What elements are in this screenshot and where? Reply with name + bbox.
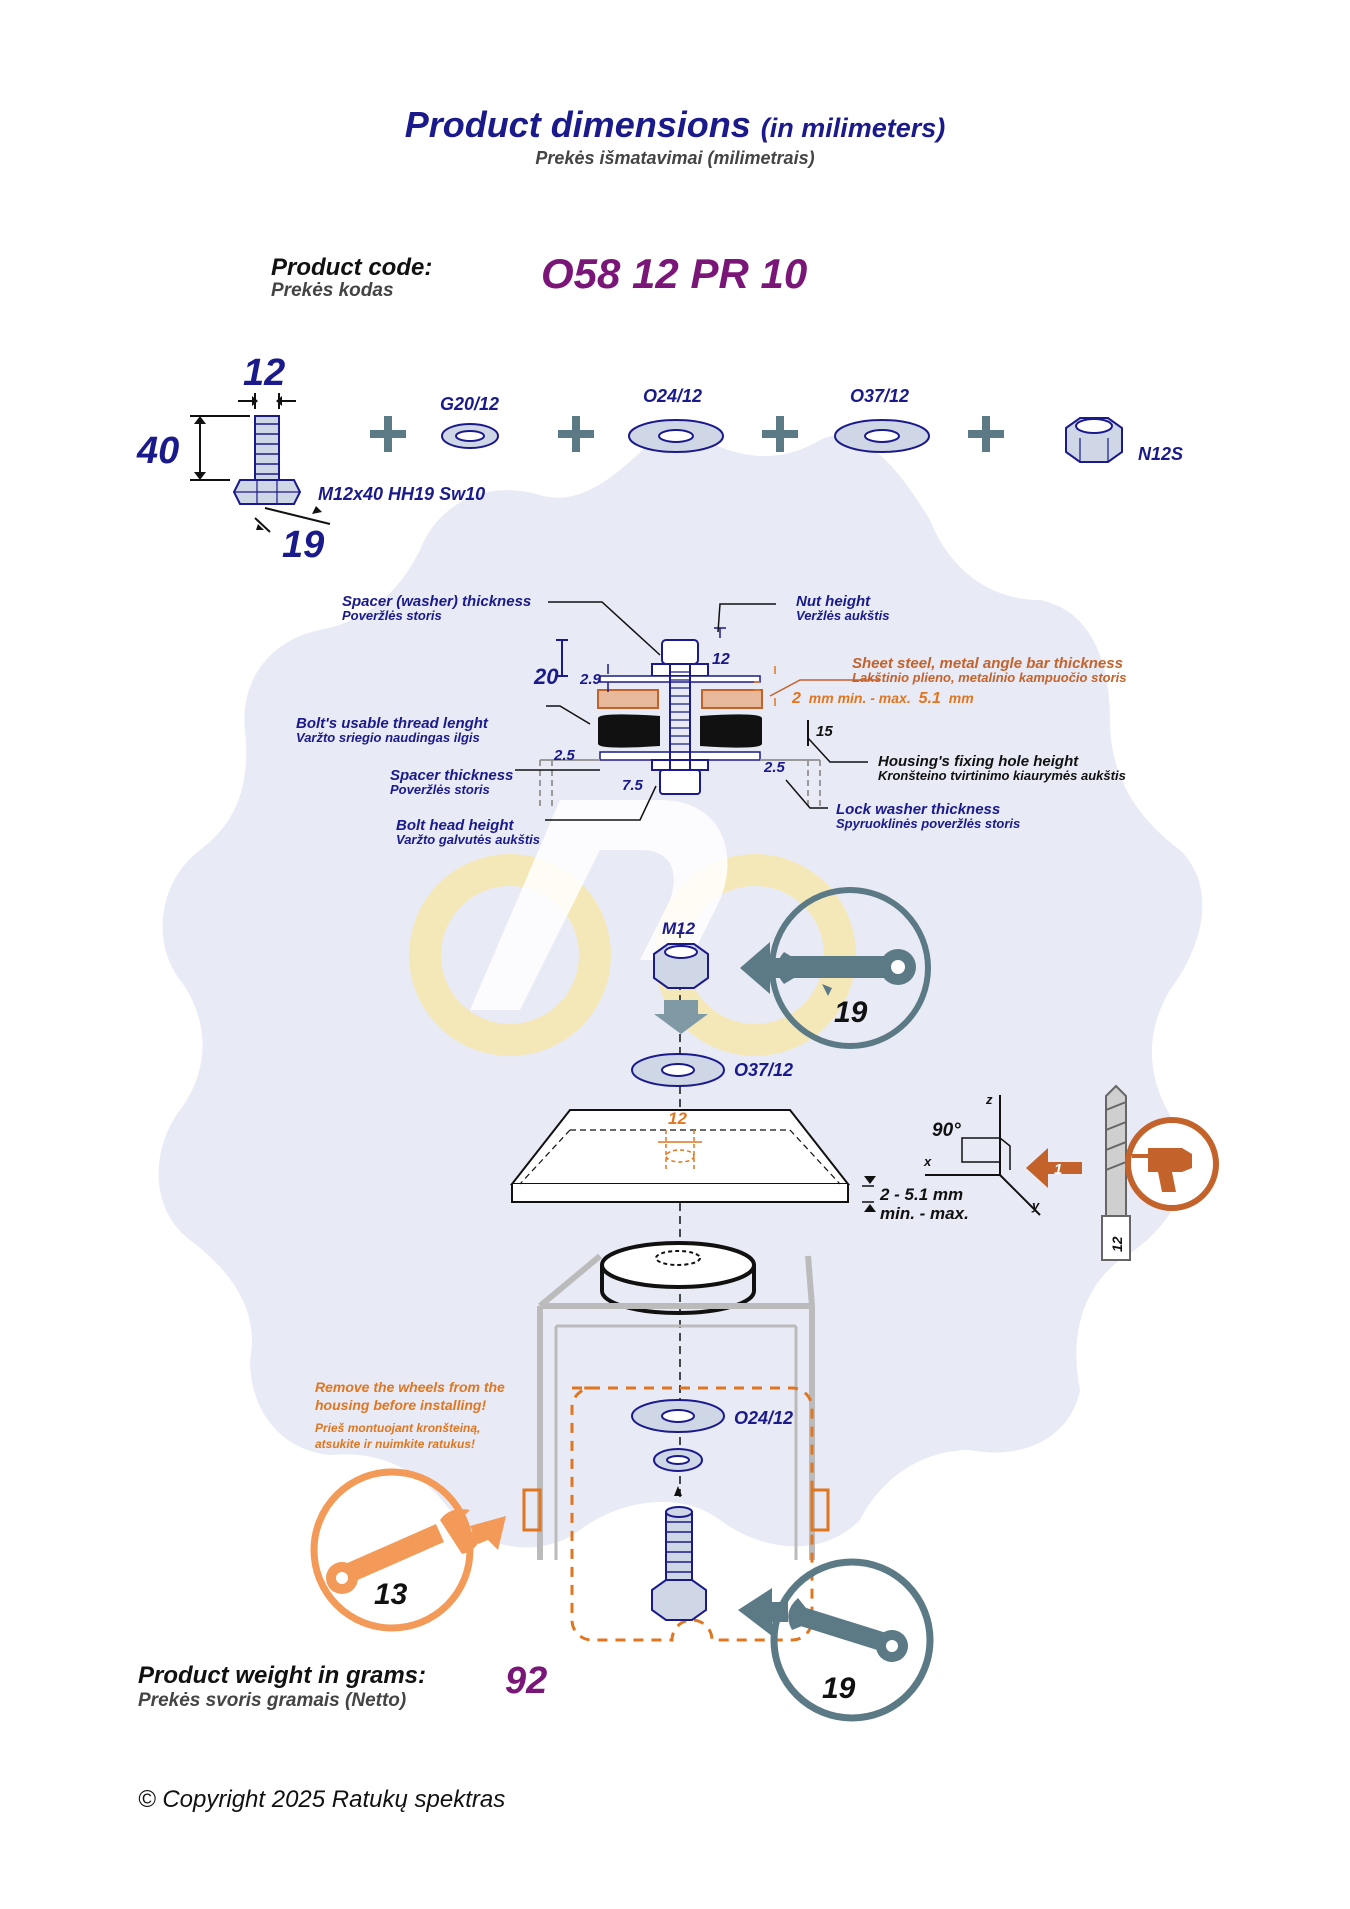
sheet-steel-range: 2 mm min. - max. 5.1 mm <box>791 690 974 707</box>
sheet-steel-min: 2 <box>791 690 801 707</box>
bolt-length-label: 40 <box>136 430 179 472</box>
assembly-view <box>310 887 1219 1722</box>
warning-text: Remove the wheels from the housing before… <box>315 1379 505 1413</box>
bolt-head-height-label: Bolt head height <box>396 817 515 834</box>
axis-icon <box>925 1095 1041 1216</box>
thread-label: Bolt's usable thread lenght <box>296 715 489 732</box>
bolt-part <box>190 393 331 533</box>
wrench-bottom-size: 19 <box>822 1672 856 1705</box>
step-arrow-icon <box>1026 1148 1082 1188</box>
warning-text-lt: Prieš montuojant kronšteiną, atsukite ir … <box>315 1421 480 1451</box>
cross-section <box>515 601 880 821</box>
angle-label: 90° <box>932 1120 961 1141</box>
nut-label: N12S <box>1138 444 1183 464</box>
sheet-steel-label-lt: Lakštinio plieno, metalinio kampuočio st… <box>852 670 1127 685</box>
warning-text-line: housing before installing! <box>315 1397 486 1413</box>
spacer-washer-label-lt: Poveržlės storis <box>342 608 442 623</box>
drill-bit-icon <box>1101 1084 1131 1261</box>
spacer-washer-label: Spacer (washer) thickness <box>342 593 531 610</box>
thread-label-lt: Varžto sriegio naudingas ilgis <box>296 730 480 745</box>
sheet-steel-max: 5.1 <box>919 690 941 707</box>
wrench-top-size: 19 <box>834 996 868 1029</box>
bolt-head-height-label-lt: Varžto galvutės aukštis <box>396 832 540 847</box>
bolt-head-label: 19 <box>282 524 324 566</box>
thick-washer <box>600 1241 756 1315</box>
product-code-label-lt: Prekės kodas <box>271 280 394 301</box>
title-unit: (in milimeters) <box>760 113 946 143</box>
plate-range-label: min. - max. <box>880 1204 969 1223</box>
lock-washer-label: G20/12 <box>440 394 499 414</box>
sheet-steel-min-text: mm min. - max. <box>809 690 911 706</box>
copyright: © Copyright 2025 Ratukų spektras <box>138 1786 506 1813</box>
plus-icon <box>558 416 594 452</box>
housing-hole-label-lt: Kronšteino tvirtinimo kiaurymės aukštis <box>878 768 1126 783</box>
housing-hole-label: Housing's fixing hole height <box>878 753 1079 770</box>
sheet-steel-label: Sheet steel, metal angle bar thickness <box>852 655 1123 672</box>
nut-height-label-lt: Veržlės aukštis <box>796 608 889 623</box>
dim-2-5-left: 2.5 <box>553 747 576 764</box>
product-code-label: Product code: <box>271 254 433 281</box>
parts-row: 12 40 19 M12x40 HH19 Sw10 G20/12 O24/12 … <box>136 352 1183 566</box>
weight-value: 92 <box>505 1660 548 1702</box>
plus-icon <box>968 416 1004 452</box>
wrench-top-icon <box>740 887 931 1049</box>
bolt-width-label: 12 <box>243 352 285 394</box>
plate-thickness-label: 2 - 5.1 mm <box>879 1185 963 1204</box>
nut-top <box>653 943 709 989</box>
bolt-bottom <box>651 1506 707 1621</box>
wrench-left-size: 13 <box>374 1578 408 1611</box>
small-washer-part <box>628 419 724 453</box>
plus-icon <box>762 416 798 452</box>
drill-size-label: 12 <box>1109 1236 1125 1252</box>
title-main: Product dimensions <box>404 104 751 145</box>
nut-height-value: 12 <box>712 651 730 668</box>
lock-washer-bottom <box>653 1448 703 1472</box>
spacer-label: Spacer thickness <box>390 767 513 784</box>
plus-icon <box>370 416 406 452</box>
steel-plate <box>509 1109 876 1212</box>
dim-2-5-right: 2.5 <box>763 759 786 776</box>
nut-part <box>1065 417 1123 463</box>
warning-text-line: Remove the wheels from the <box>315 1379 505 1395</box>
product-code: O58 12 PR 10 <box>541 250 808 297</box>
spacer-label-lt: Poveržlės storis <box>390 782 490 797</box>
warning-text-lt-line: Prieš montuojant kronšteiną, <box>315 1421 480 1435</box>
washer-bottom-label: O24/12 <box>734 1408 793 1428</box>
thread-length-value: 20 <box>533 664 559 689</box>
sheet-steel-max-unit: mm <box>949 690 974 706</box>
nut-top-label: M12 <box>662 919 696 938</box>
axis-z-label: z <box>985 1092 993 1107</box>
down-arrow-icon <box>654 1000 708 1034</box>
weight-label: Product weight in grams: <box>138 1662 427 1689</box>
wrench-bottom-icon <box>738 1558 934 1722</box>
axis-x-label: x <box>923 1154 932 1169</box>
drill-icon <box>1125 1117 1219 1211</box>
lock-washer-thk-label-lt: Spyruoklinės poveržlės storis <box>836 816 1020 831</box>
lock-washer-thk-label: Lock washer thickness <box>836 801 1000 818</box>
large-washer-label: O37/12 <box>850 386 909 406</box>
nut-height-label: Nut height <box>796 593 871 610</box>
bolt-spec-label: M12x40 HH19 Sw10 <box>318 484 485 504</box>
small-washer-label: O24/12 <box>643 386 702 406</box>
page-title: Product dimensions (in milimeters) <box>0 104 1350 146</box>
watermark-ring <box>409 854 611 1056</box>
hole-size-label: 12 <box>668 1109 687 1128</box>
dim-7-5: 7.5 <box>622 777 644 794</box>
large-washer-part <box>834 419 930 453</box>
drill-step-label: 1 <box>1054 1161 1062 1178</box>
wrench-left-icon <box>310 1468 506 1632</box>
washer-bottom <box>631 1399 725 1433</box>
weight-label-lt: Prekės svoris gramais (Netto) <box>138 1690 407 1711</box>
page-subtitle: Prekės išmatavimai (milimetrais) <box>535 148 815 168</box>
washer-top <box>631 1053 725 1087</box>
housing-bracket <box>522 1253 830 1642</box>
washer-top-label: O37/12 <box>734 1060 793 1080</box>
housing-hole-value: 15 <box>816 723 833 740</box>
warning-text-lt-line: atsukite ir nuimkite ratukus! <box>315 1437 475 1451</box>
axis-y-label: y <box>1031 1198 1040 1213</box>
lock-washer-part <box>441 423 499 449</box>
dim-2-9: 2.9 <box>579 671 602 688</box>
